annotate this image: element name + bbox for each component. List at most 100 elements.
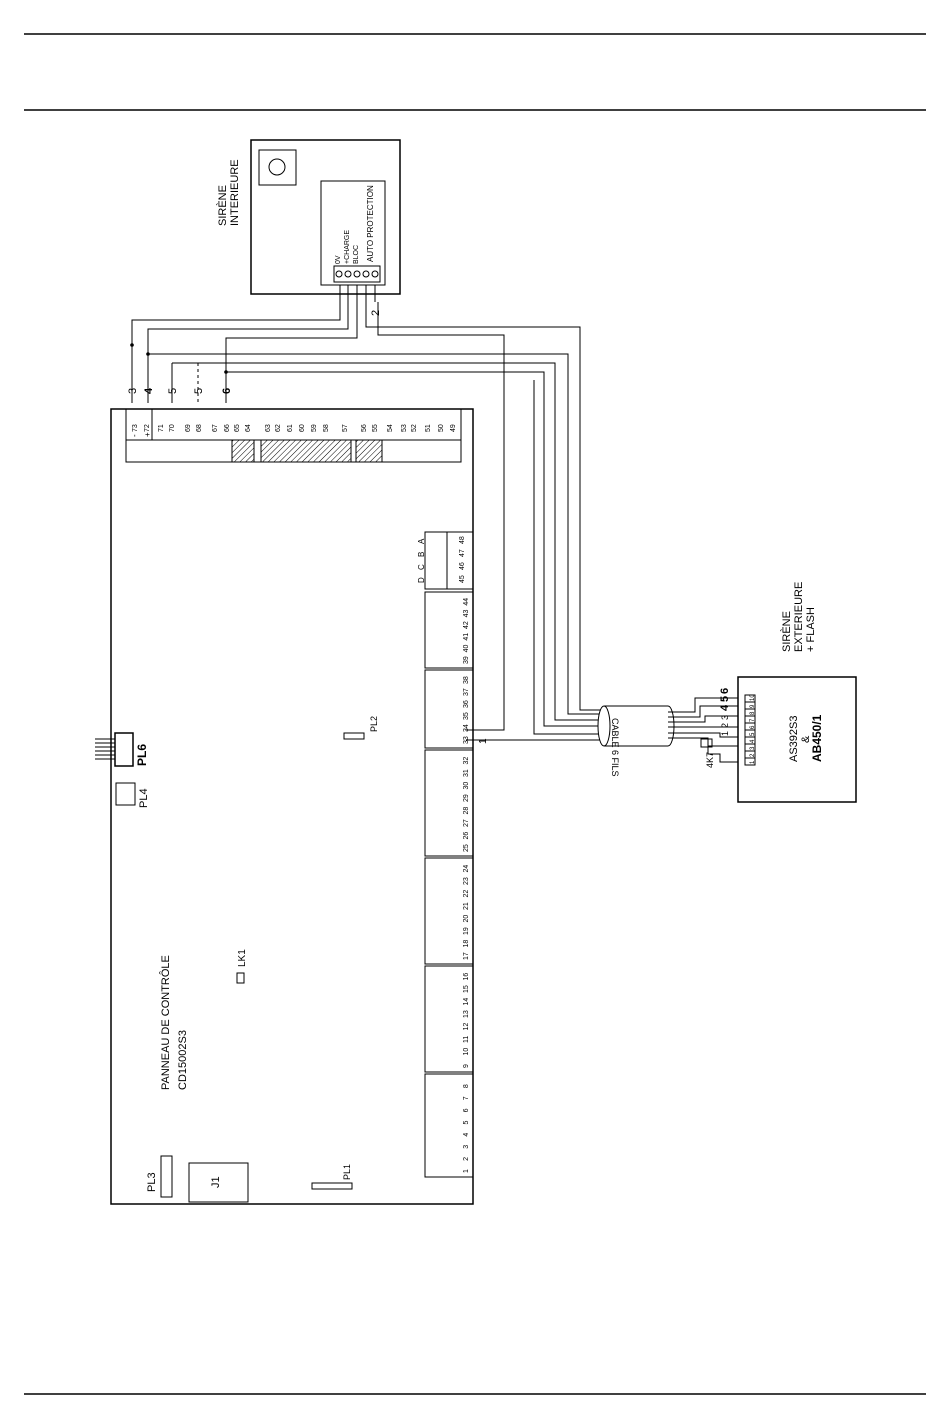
terminal-36: 36 (463, 700, 470, 708)
wire-label-5: 5 (167, 388, 179, 394)
dcba-label-D: D (417, 577, 426, 583)
terminal-12: 12 (463, 1023, 470, 1031)
terminal-22: 22 (463, 890, 470, 898)
dcba-label-C: C (417, 564, 426, 570)
terminal-31: 31 (463, 769, 470, 777)
top-terminal-49: 49 (450, 424, 457, 432)
outdoor-terminal-10: 10 (750, 694, 756, 701)
terminal-5: 5 (463, 1121, 470, 1125)
top-terminal-63: 63 (265, 424, 272, 432)
top-terminal-56: 56 (361, 424, 368, 432)
terminal-2: 2 (463, 1157, 470, 1161)
terminal-16: 16 (463, 973, 470, 981)
siren-term-0v: 0V (335, 255, 342, 264)
terminal-3: 3 (463, 1145, 470, 1149)
outdoor-terminal-9: 9 (750, 704, 756, 708)
wire-label-2: 2 (370, 310, 382, 316)
top-terminal-60: 60 (299, 424, 306, 432)
outdoor-terminal-2: 2 (750, 753, 756, 757)
term-sign-plus: + (143, 432, 152, 437)
terminal-block-1 (424, 1073, 474, 1178)
resistor-label: 4K7 (705, 752, 715, 768)
terminal-29: 29 (463, 794, 470, 802)
terminal-39: 39 (463, 656, 470, 664)
pl2-connector (343, 732, 365, 740)
siren-wire-label-4: 4 (719, 704, 731, 711)
pl6-connector (95, 732, 134, 767)
j1-connector (188, 1162, 249, 1203)
panel-title: PANNEAU DE CONTRÔLE (159, 955, 172, 1090)
pl6-label: PL6 (135, 744, 149, 766)
terminal-4: 4 (463, 1133, 470, 1137)
indoor-siren: 0V +CHARGE BLOC AUTO PROTECTION SIRÈNE I… (216, 139, 401, 295)
terminal-14: 14 (463, 998, 470, 1006)
terminal-19: 19 (463, 927, 470, 935)
terminal-40: 40 (463, 644, 470, 652)
top-terminal-50: 50 (438, 424, 445, 432)
outdoor-terminal-4: 4 (750, 739, 756, 743)
mid-terminal-45: 45 (459, 575, 466, 583)
top-terminal-69: 69 (185, 424, 192, 432)
wire-label-4: 4 (143, 387, 155, 394)
terminal-42: 42 (463, 621, 470, 629)
outdoor-terminal-8: 8 (750, 711, 756, 715)
terminal-block-3 (424, 857, 474, 965)
j1-label: J1 (210, 1176, 222, 1188)
terminal-28: 28 (463, 807, 470, 815)
outdoor-model-3: AB450/1 (810, 714, 824, 762)
lk1-label: LK1 (237, 949, 248, 967)
pl2-label: PL2 (369, 716, 379, 732)
mid-terminal-48: 48 (459, 536, 466, 544)
outdoor-siren-title-1: SIRÈNE (780, 611, 793, 652)
top-terminal-72: 72 (144, 424, 151, 432)
wire-label-3: 3 (127, 388, 139, 394)
terminal-18: 18 (463, 940, 470, 948)
top-terminal-53: 53 (401, 424, 408, 432)
terminal-10: 10 (463, 1048, 470, 1056)
siren-wire-label-2: 2 (720, 723, 730, 728)
pl4-connector (115, 782, 136, 806)
cable-label: CABLE 6 FILS (610, 718, 620, 777)
terminal-35: 35 (463, 712, 470, 720)
outdoor-model-1: AS392S3 (788, 716, 800, 762)
pl1-connector (311, 1182, 353, 1190)
top-terminal-71: 71 (158, 424, 165, 432)
wiring (131, 285, 738, 763)
outdoor-siren-title-2: EXTERIEURE (793, 582, 805, 652)
terminal-43: 43 (463, 609, 470, 617)
outdoor-terminal-6: 6 (750, 725, 756, 729)
terminal-34: 34 (463, 724, 470, 732)
pl1-label: PL1 (342, 1164, 352, 1180)
screw-terminals (335, 270, 379, 278)
terminal-block-2 (424, 965, 474, 1073)
siren-wire-label-3: 3 (720, 715, 730, 720)
siren-term-charge: +CHARGE (344, 230, 351, 264)
siren-wire-label-5: 5 (719, 696, 731, 702)
siren-term-bloc: BLOC (353, 245, 360, 264)
terminal-25: 25 (463, 844, 470, 852)
top-terminal-67: 67 (212, 424, 219, 432)
siren-term-autoprot: AUTO PROTECTION (366, 185, 375, 262)
terminal-21: 21 (463, 902, 470, 910)
top-terminal-73: 73 (132, 424, 139, 432)
siren-terminal-block (320, 180, 386, 286)
top-terminal-51: 51 (425, 424, 432, 432)
top-terminal-57: 57 (342, 424, 349, 432)
top-terminal-55: 55 (372, 424, 379, 432)
cable-6-wires: CABLE 6 FILS (597, 705, 675, 777)
siren-wire-label-6: 6 (719, 688, 731, 694)
terminal-41: 41 (463, 633, 470, 641)
terminal-6: 6 (463, 1108, 470, 1112)
top-terminal-66: 66 (224, 424, 231, 432)
terminal-44: 44 (463, 598, 470, 606)
top-terminal-62: 62 (275, 424, 282, 432)
pl4-label: PL4 (138, 788, 150, 808)
terminal-30: 30 (463, 782, 470, 790)
top-terminal-70: 70 (169, 424, 176, 432)
top-terminal-54: 54 (387, 424, 394, 432)
top-terminal-58: 58 (323, 424, 330, 432)
indoor-siren-title-2: INTERIEURE (229, 159, 241, 226)
pl3-connector (160, 1155, 173, 1198)
